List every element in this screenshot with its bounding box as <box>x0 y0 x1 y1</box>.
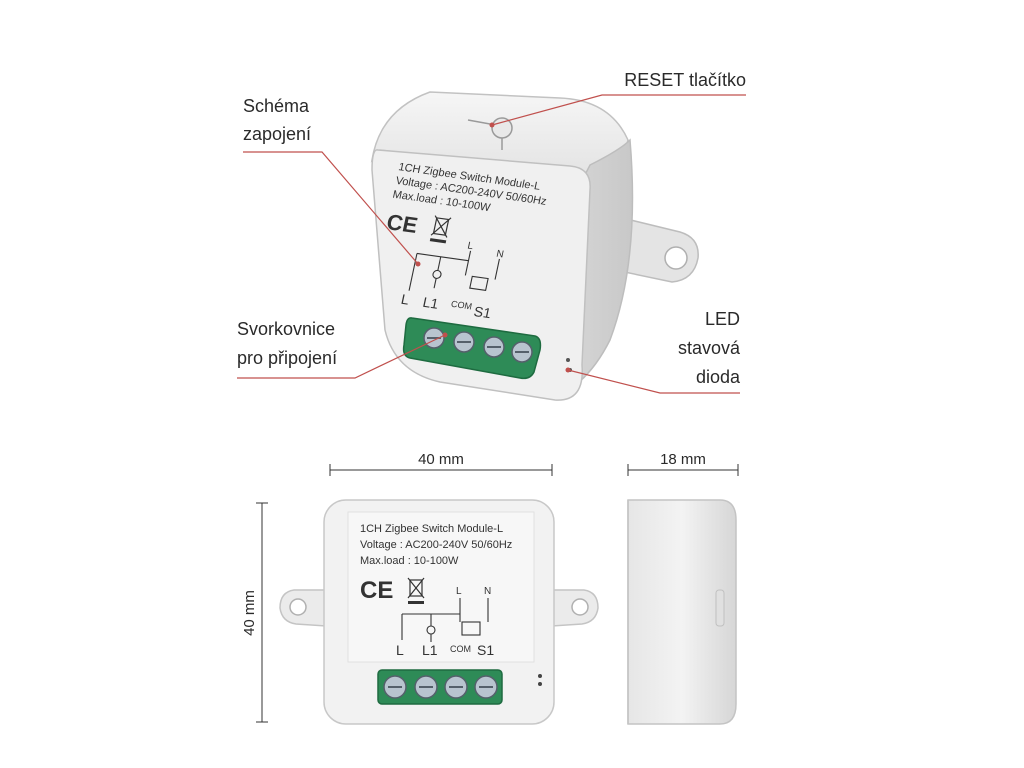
callout-terminal-line2: pro připojení <box>237 348 337 368</box>
terminal-screw <box>474 675 498 699</box>
schematic-pin-n-top: N <box>495 249 504 261</box>
callout-lines <box>237 94 746 394</box>
dimension-width <box>329 464 553 476</box>
pin-s1-label: S1 <box>472 303 492 321</box>
terminal-screw <box>383 675 407 699</box>
led-indicator <box>538 674 542 678</box>
dimension-depth-label: 18 mm <box>660 451 706 468</box>
pin-l1-label: L1 <box>421 294 440 312</box>
callout-line-schema <box>243 151 419 265</box>
terminal-block-front <box>377 669 503 705</box>
callout-led-line1: LED <box>705 309 740 329</box>
callout-schema-line2: zapojení <box>243 124 311 144</box>
module-perspective-view: 1CH Zigbee Switch Module-L Voltage : AC2… <box>370 91 699 401</box>
callout-terminal-line1: Svorkovnice <box>237 319 335 339</box>
weee-bin-icon <box>429 215 452 244</box>
schematic-pin-l-top: L <box>466 241 474 253</box>
dimension-height <box>256 502 268 723</box>
front-pin-s1: S1 <box>477 642 494 658</box>
callout-line-led <box>567 369 740 394</box>
callout-line-reset <box>491 94 746 126</box>
front-label-line1: 1CH Zigbee Switch Module-L <box>360 523 503 535</box>
terminal-screw <box>423 327 445 349</box>
dimension-depth <box>627 464 739 476</box>
front-pin-l-top: L <box>456 586 462 597</box>
dimension-width-label: 40 mm <box>418 451 464 468</box>
callout-led-line2: stavová <box>678 338 741 358</box>
front-pin-l: L <box>396 642 404 658</box>
terminal-screw <box>444 675 468 699</box>
weee-bin-icon <box>407 577 425 604</box>
front-wiring-schematic <box>401 598 489 642</box>
front-ce-mark: CE <box>360 577 393 604</box>
terminal-screw <box>453 331 475 353</box>
terminal-screw <box>511 341 533 363</box>
dimension-height-label: 40 mm <box>241 590 258 636</box>
callout-schema-line1: Schéma <box>243 96 310 116</box>
front-pin-l1: L1 <box>422 642 438 658</box>
pin-l-label: L <box>400 291 411 308</box>
front-label-line3: Max.load : 10-100W <box>360 555 459 567</box>
terminal-screw <box>414 675 438 699</box>
module-front-view: 1CH Zigbee Switch Module-L Voltage : AC2… <box>279 499 599 725</box>
ce-mark: CE <box>384 209 419 238</box>
pin-com-label: COM <box>450 299 473 312</box>
led-indicator <box>566 358 570 362</box>
front-label-line2: Voltage : AC200-240V 50/60Hz <box>360 539 512 551</box>
front-pin-com: COM <box>450 644 471 654</box>
terminal-block-perspective <box>402 317 542 380</box>
front-pin-n-top: N <box>484 586 491 597</box>
module-side-view <box>627 499 737 725</box>
callout-reset: RESET tlačítko <box>624 70 746 90</box>
led-indicator <box>538 682 542 686</box>
callout-led-line3: dioda <box>696 367 741 387</box>
callout-line-terminal <box>237 334 446 379</box>
terminal-screw <box>483 336 505 358</box>
wiring-schematic <box>408 250 500 291</box>
